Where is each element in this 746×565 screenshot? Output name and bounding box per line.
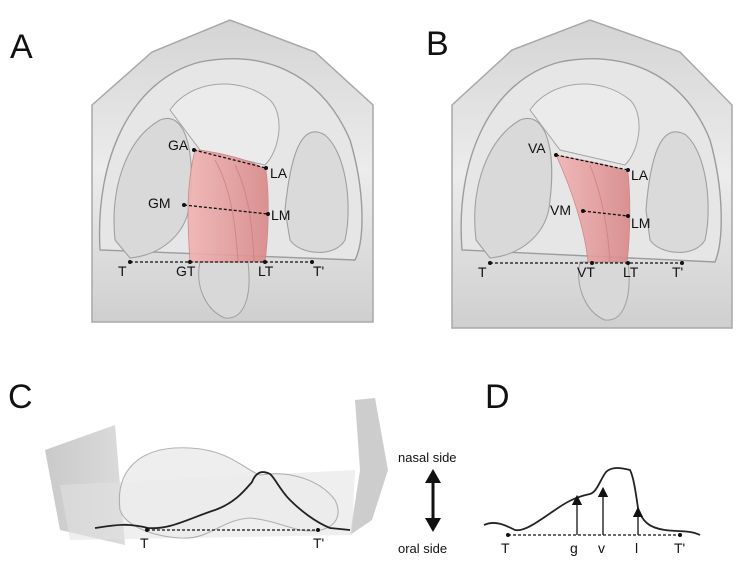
label-t-c: T	[140, 535, 149, 551]
label-lm-b: LM	[631, 215, 650, 231]
panel-a-letter: A	[10, 28, 33, 66]
cross-section-wall-right	[350, 398, 388, 535]
profile-curve-d	[484, 468, 700, 535]
label-t: T	[118, 263, 127, 279]
point-t-b	[488, 261, 492, 265]
legend-arrow-down-icon	[425, 518, 441, 532]
point-vm	[581, 209, 585, 213]
label-la-b: LA	[631, 167, 649, 183]
point-lm-b	[626, 214, 630, 218]
point-va	[554, 153, 558, 157]
panel-c: C T T'	[8, 378, 388, 551]
panel-d: D T g v l T'	[484, 378, 700, 556]
point-t-d	[506, 533, 510, 537]
point-t-prime-c	[316, 528, 320, 532]
label-t-prime-b: T'	[672, 264, 683, 280]
label-l: l	[635, 540, 638, 556]
label-t-b: T	[478, 264, 487, 280]
panel-b: B VA LA VM LM T VT LT T'	[426, 20, 732, 328]
label-lm: LM	[271, 207, 290, 223]
point-t-c	[145, 528, 149, 532]
legend-oral-side: oral side	[398, 541, 447, 556]
label-t-d: T	[501, 540, 510, 556]
legend-arrow-up-icon	[425, 469, 441, 483]
label-t-prime-c: T'	[313, 535, 324, 551]
label-va: VA	[528, 140, 546, 156]
point-la-b	[626, 168, 630, 172]
label-lt-b: LT	[623, 264, 639, 280]
label-la: LA	[270, 165, 288, 181]
label-gt: GT	[176, 263, 196, 279]
legend-nasal-side: nasal side	[398, 450, 457, 465]
label-t-prime: T'	[313, 263, 324, 279]
label-vt: VT	[577, 264, 595, 280]
direction-legend: nasal side oral side	[398, 450, 457, 556]
point-t-prime-d	[678, 533, 682, 537]
panel-d-letter: D	[485, 378, 510, 416]
label-v: v	[598, 540, 605, 556]
panel-a: A GA LA GM LM T GT LT T'	[10, 20, 373, 322]
model-a-highlight	[188, 150, 268, 262]
label-t-prime-d: T'	[674, 540, 685, 556]
label-g: g	[570, 540, 578, 556]
label-lt: LT	[258, 263, 274, 279]
point-lm	[266, 212, 270, 216]
panel-c-letter: C	[8, 378, 33, 416]
point-gm	[182, 203, 186, 207]
label-gm: GM	[148, 195, 171, 211]
point-la	[264, 166, 268, 170]
point-t	[128, 260, 132, 264]
panel-b-letter: B	[426, 25, 449, 63]
label-vm: VM	[550, 202, 571, 218]
point-ga	[192, 148, 196, 152]
label-ga: GA	[168, 137, 189, 153]
